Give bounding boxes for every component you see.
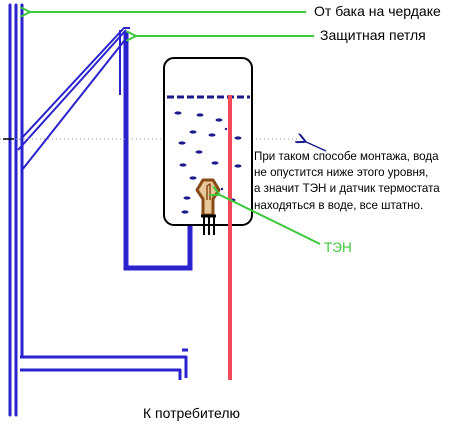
supply-pipe [8,3,24,417]
arrow-level-note [304,141,327,152]
note-line: а значит ТЭН и датчик термостата [254,182,440,196]
to-consumer-label: К потребителю [143,405,241,421]
consumer-branch [20,348,188,380]
note-line: не опустится ниже этого уровня, [254,166,429,180]
arrow-heater [218,194,321,245]
note-line: При таком способе монтажа, вода [254,150,439,163]
cold-water-pipe [123,32,193,271]
heater-label: ТЭН [324,240,352,255]
note-line: находяться в воде, все штатно. [254,198,424,212]
level-note: При таком способе монтажа, вода не опуст… [254,149,440,214]
safety-loop-label: Защитная петля [320,27,426,43]
from-tank-label: От бака на чердаке [314,3,441,19]
safety-loop [17,27,130,171]
heater-terminals [201,214,216,235]
